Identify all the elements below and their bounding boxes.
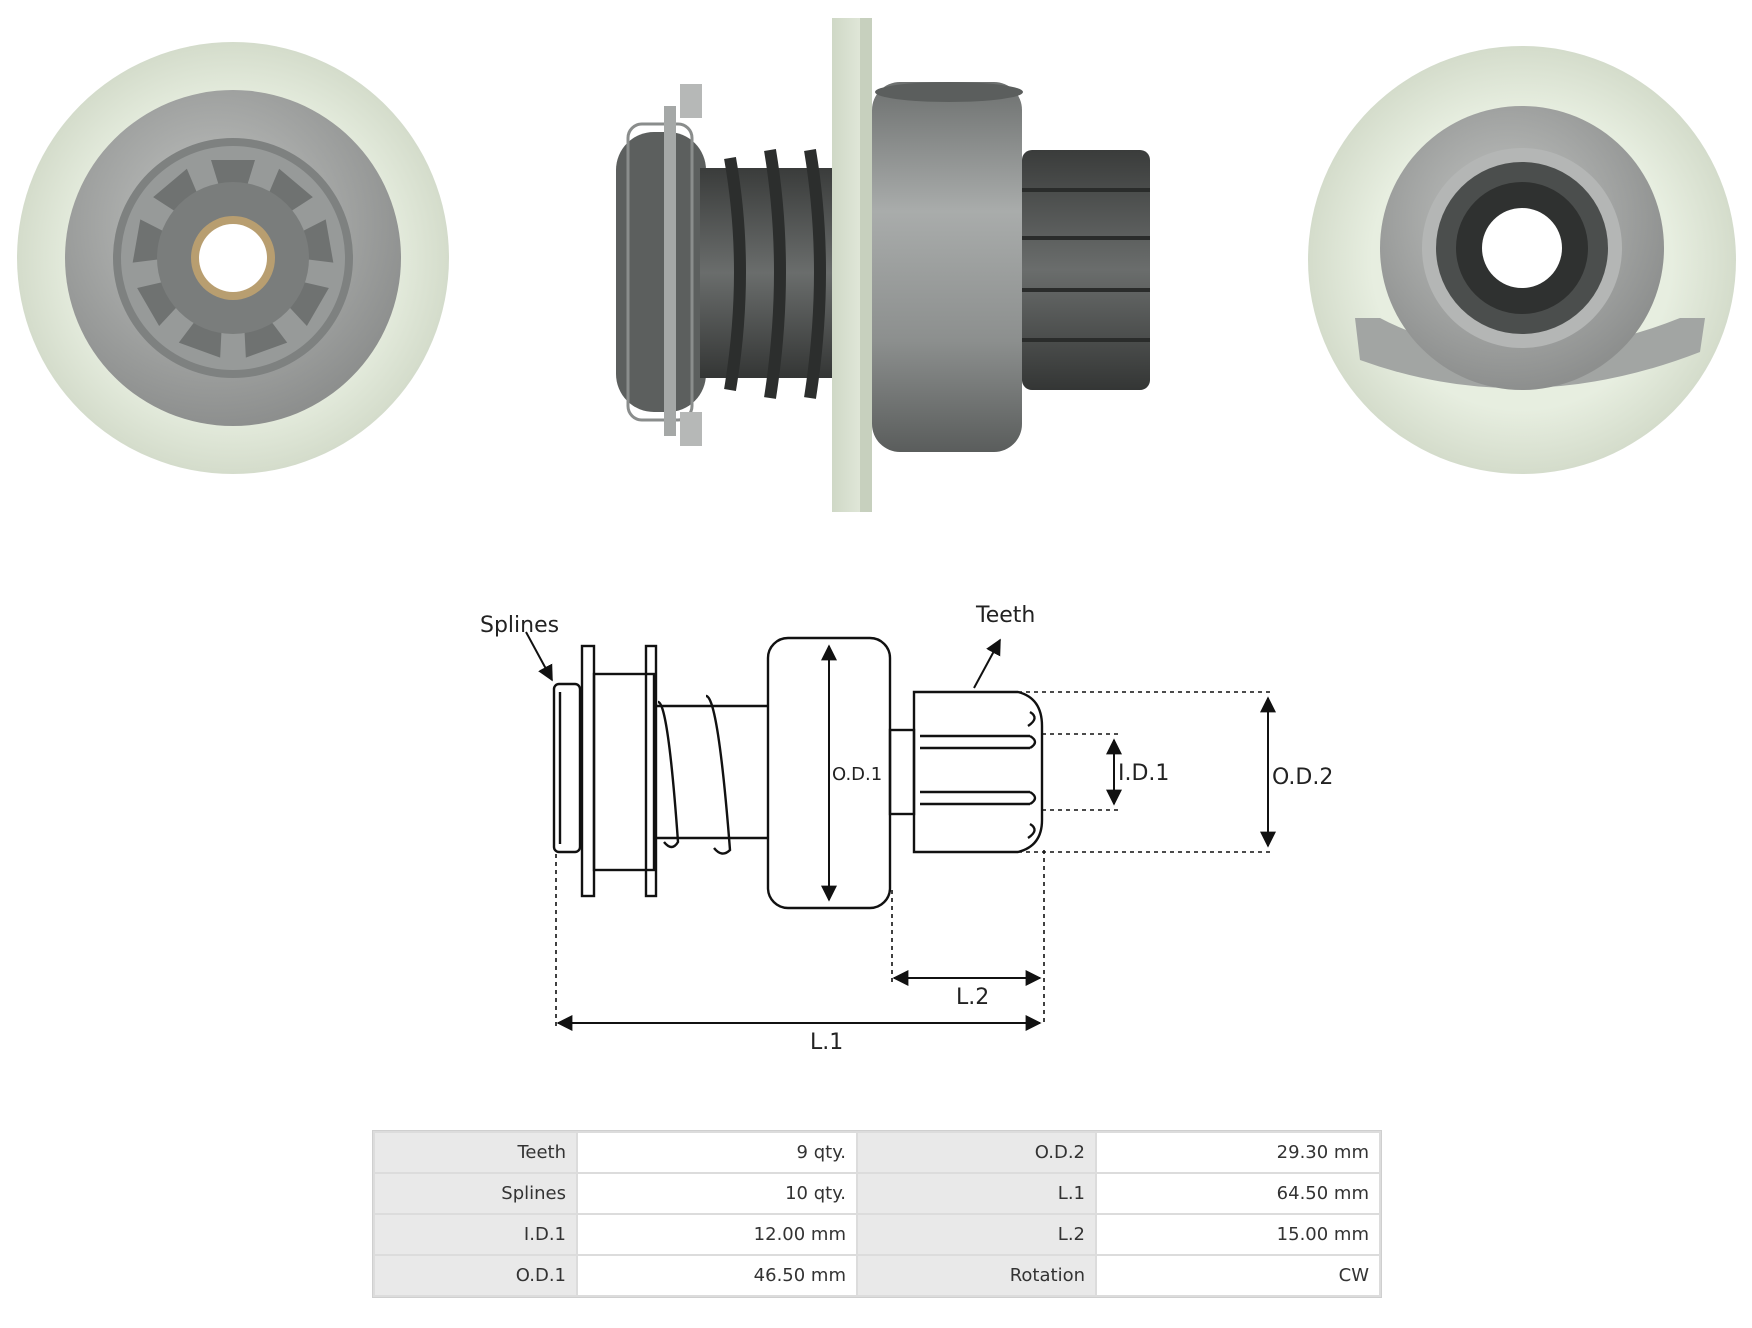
id1-label: I.D.1 — [1118, 761, 1169, 786]
od1-label: O.D.1 — [832, 764, 882, 785]
spec-value: 9 qty. — [578, 1133, 856, 1172]
spring-icon — [724, 149, 826, 399]
spec-key: O.D.2 — [858, 1133, 1095, 1172]
spec-key: O.D.1 — [375, 1256, 576, 1295]
od2-label: O.D.2 — [1272, 765, 1333, 790]
spec-key: I.D.1 — [375, 1215, 576, 1254]
pinion-rear-view-photo — [1308, 46, 1736, 474]
splines-label: Splines — [480, 613, 559, 638]
spec-value: 29.30 mm — [1097, 1133, 1379, 1172]
spec-value: 10 qty. — [578, 1174, 856, 1213]
table-row: Splines 10 qty. L.1 64.50 mm — [375, 1174, 1379, 1213]
table-row: I.D.1 12.00 mm L.2 15.00 mm — [375, 1215, 1379, 1254]
table-row: O.D.1 46.50 mm Rotation CW — [375, 1256, 1379, 1295]
spec-key: Rotation — [858, 1256, 1095, 1295]
teeth-label: Teeth — [975, 603, 1035, 628]
spec-key: L.1 — [858, 1174, 1095, 1213]
l2-label: L.2 — [956, 985, 989, 1010]
table-row: Teeth 9 qty. O.D.2 29.30 mm — [375, 1133, 1379, 1172]
product-photos — [17, 18, 1736, 512]
starter-drive-side-view-photo — [616, 18, 1150, 512]
spec-value: CW — [1097, 1256, 1379, 1295]
spec-value: 15.00 mm — [1097, 1215, 1379, 1254]
spec-value: 46.50 mm — [578, 1256, 856, 1295]
spec-key: Splines — [375, 1174, 576, 1213]
spec-value: 64.50 mm — [1097, 1174, 1379, 1213]
pinion-gear-icon — [132, 160, 334, 358]
l1-label: L.1 — [810, 1030, 843, 1055]
spec-value: 12.00 mm — [578, 1215, 856, 1254]
spec-key: L.2 — [858, 1215, 1095, 1254]
spring-icon — [657, 694, 732, 855]
spec-key: Teeth — [375, 1133, 576, 1172]
specifications-table: Teeth 9 qty. O.D.2 29.30 mm Splines 10 q… — [372, 1130, 1382, 1298]
pinion-front-view-photo — [17, 42, 449, 474]
dimension-diagram: Splines Teeth O.D.1 I.D.1 O.D.2 L.2 L.1 — [480, 603, 1333, 1055]
